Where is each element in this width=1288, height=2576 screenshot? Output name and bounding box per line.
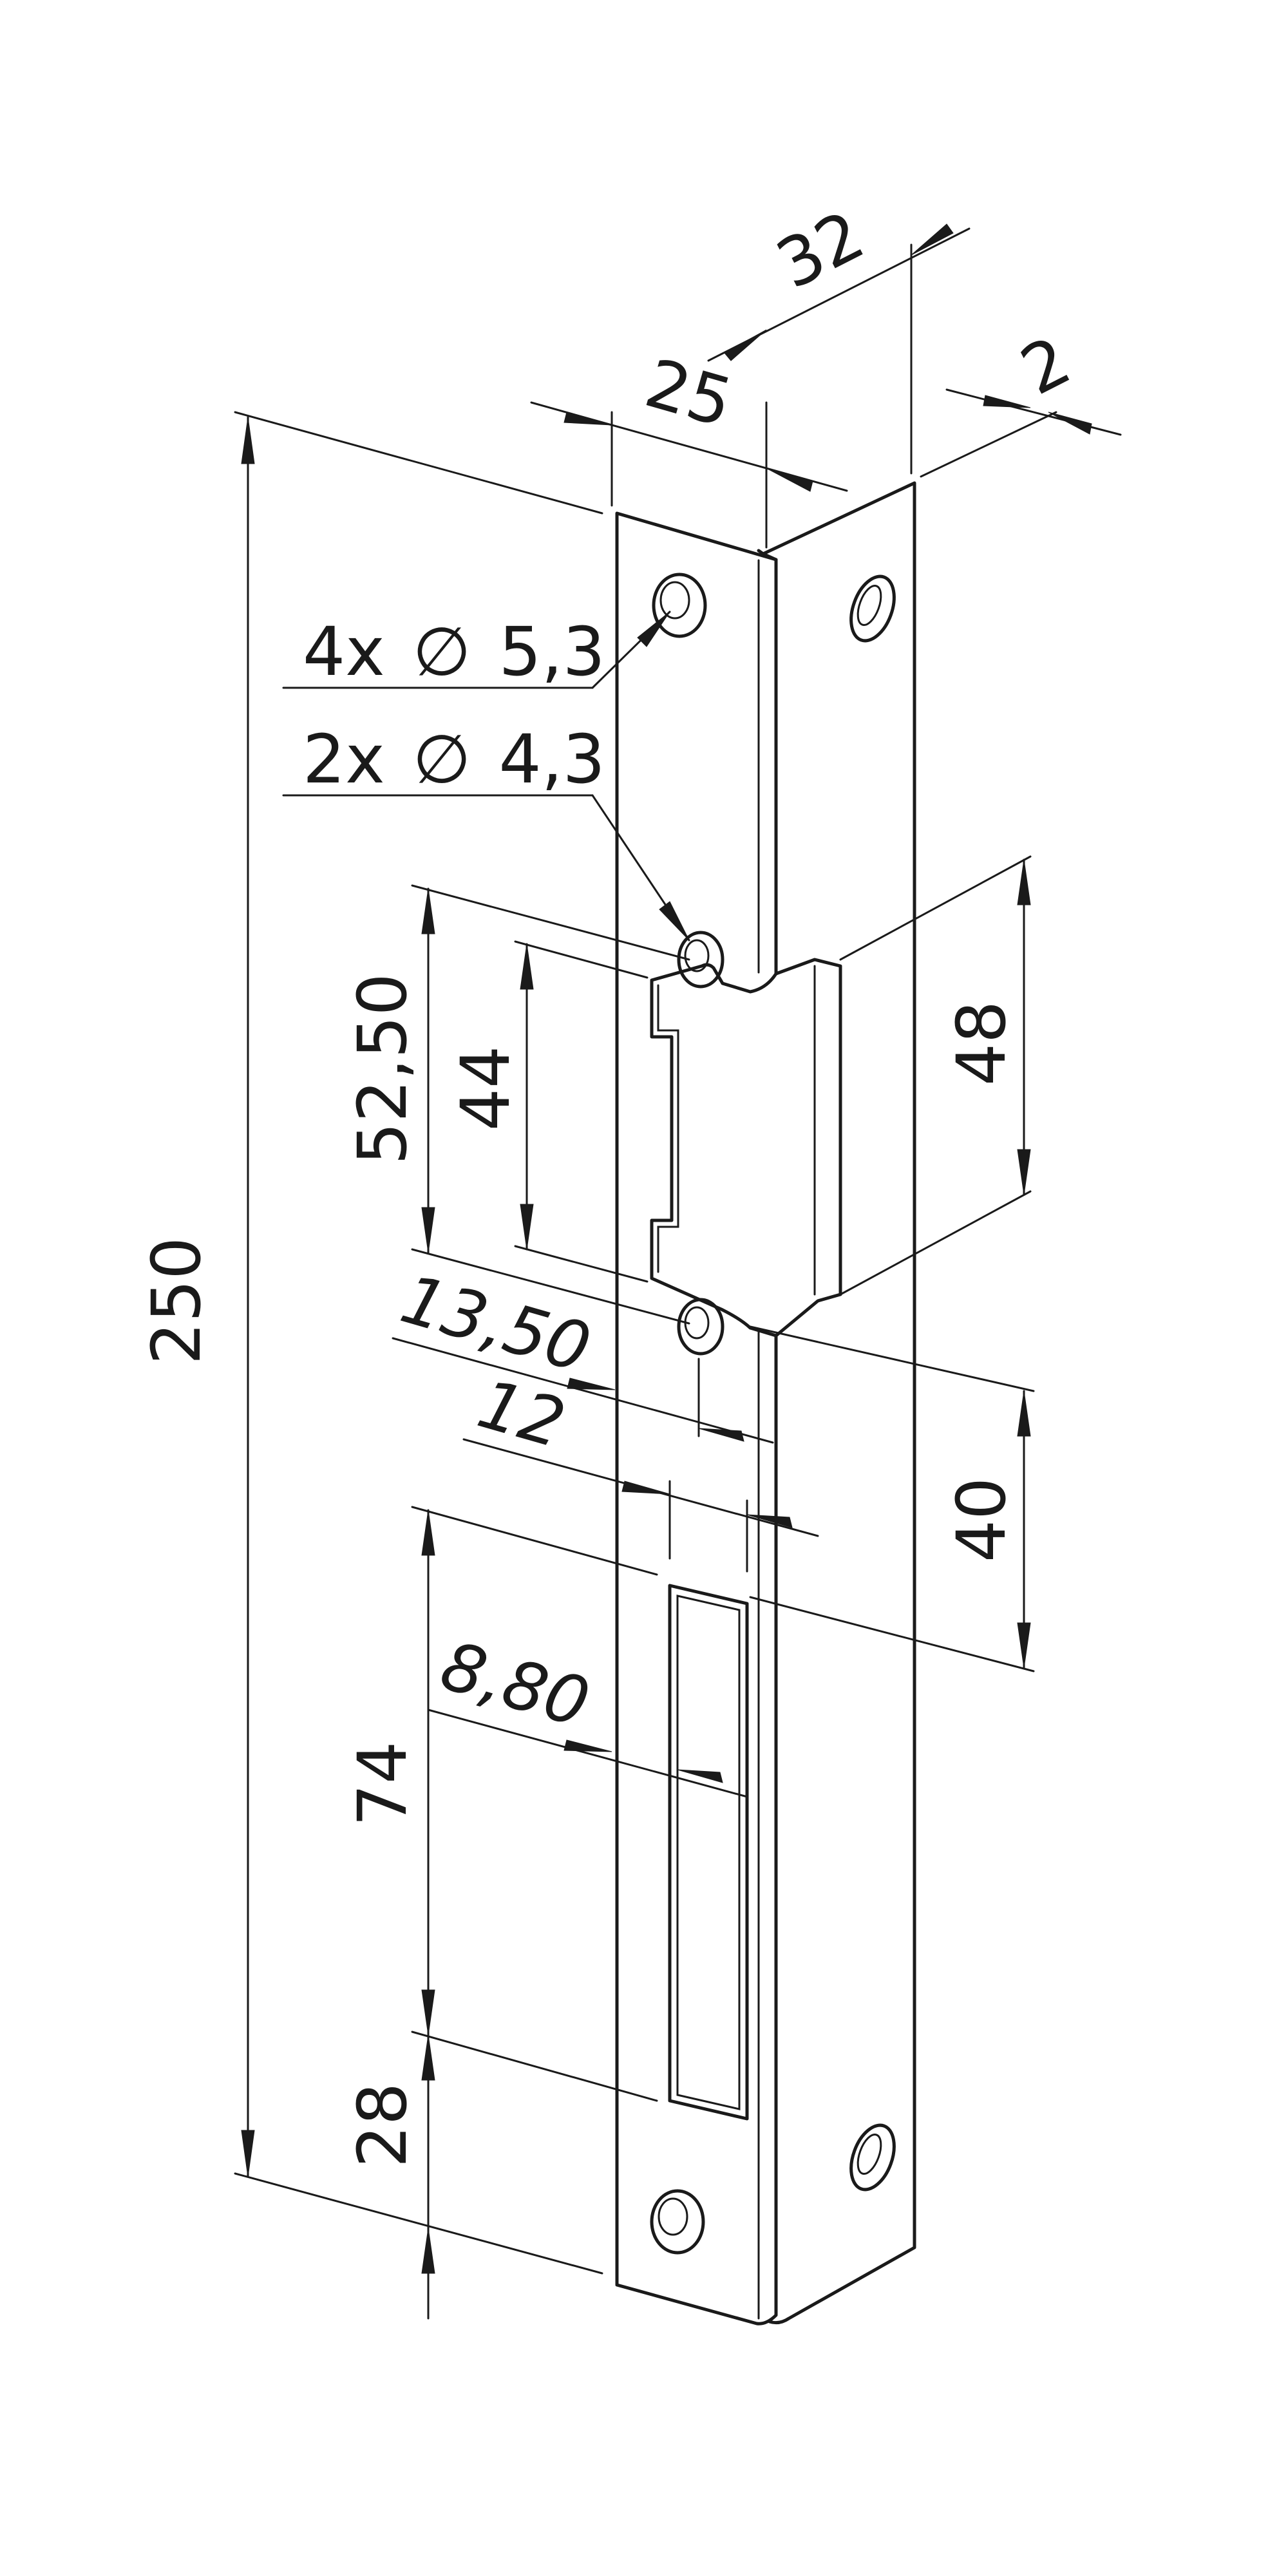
keeper-lip (774, 958, 842, 1338)
dim-52-50: 52,50 (343, 973, 422, 1165)
callout-holes-large: 4x ∅ 5,3 (303, 612, 605, 691)
callout-holes-large-value: 5,3 (498, 612, 605, 691)
dim-44: 44 (446, 1046, 525, 1131)
diameter-icon: ∅ (413, 612, 471, 691)
callout-holes-small-count: 2x (303, 720, 385, 799)
strike-plate-body (615, 481, 916, 2325)
dim-25: 25 (638, 344, 741, 443)
flange-top-edge (761, 552, 778, 562)
dim-250: 250 (137, 1237, 216, 1365)
callout-holes-large-count: 4x (303, 612, 385, 691)
hole-bottom-left (650, 2189, 705, 2255)
keeper-cutout-inner (657, 984, 679, 1273)
callout-holes-small: 2x ∅ 4,3 (303, 720, 605, 799)
hole-top-left (652, 573, 707, 638)
dim-74: 74 (343, 1741, 422, 1826)
latch-slot-inner (676, 1595, 741, 2110)
dim-40: 40 (942, 1477, 1021, 1562)
hole-top-right (849, 574, 896, 643)
dim-8-80: 8,80 (433, 1626, 598, 1743)
hole-small-lower (677, 1298, 724, 1356)
latch-slot (668, 1584, 749, 2121)
hole-small-upper (677, 931, 724, 989)
diameter-icon: ∅ (413, 720, 471, 799)
dim-28: 28 (343, 2083, 422, 2168)
dimension-lines (234, 223, 1122, 2320)
hole-bottom-right (849, 2123, 896, 2192)
dimension-labels: 250 25 32 2 52,50 44 48 13,50 12 40 8,80… (137, 196, 1083, 2168)
dim-48: 48 (942, 1001, 1021, 1086)
callout-holes-small-value: 4,3 (498, 720, 605, 799)
front-plate-outline (615, 511, 778, 2325)
side-flange-outline (757, 481, 916, 2325)
dim-32: 32 (764, 196, 876, 305)
dim-2: 2 (1009, 321, 1082, 411)
